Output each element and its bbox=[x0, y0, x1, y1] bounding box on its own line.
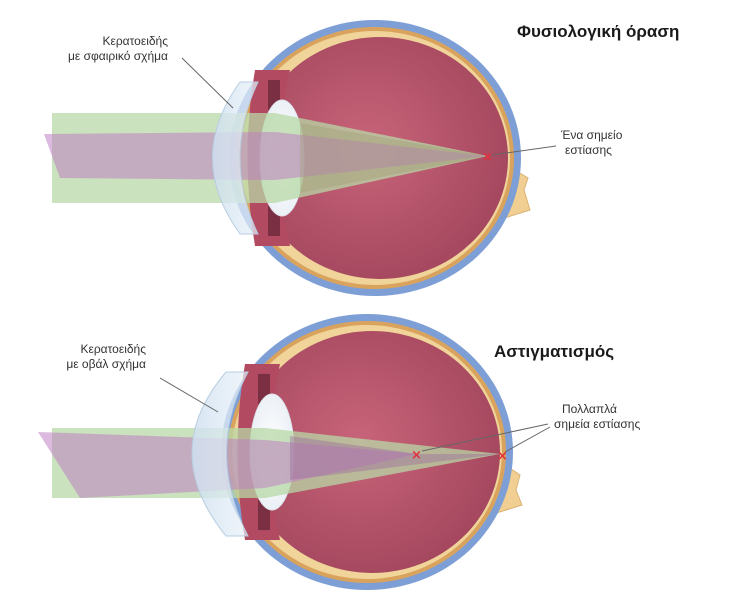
normal-focus-label-line2: εστίασης bbox=[561, 143, 622, 158]
astigmatism-focus-label: Πολλαπλά σημεία εστίασης bbox=[554, 402, 640, 432]
astigmatism-cornea-label-line1: Κερατοειδής bbox=[10, 342, 146, 357]
astigmatism-cornea-label-line2: με οβάλ σχήμα bbox=[10, 357, 146, 372]
x-mark-icon: × bbox=[482, 150, 493, 165]
normal-vision-title: Φυσιολογική όραση bbox=[517, 22, 679, 42]
astigmatism-focus-label-line1: Πολλαπλά bbox=[554, 402, 640, 417]
astigmatism-cornea-label: Κερατοειδής με οβάλ σχήμα bbox=[10, 342, 146, 372]
normal-focus-label-line1: Ένα σημείο bbox=[561, 128, 622, 143]
x-mark-icon: × bbox=[411, 448, 422, 463]
normal-focus-label: Ένα σημείο εστίασης bbox=[561, 128, 622, 158]
astigmatism-title: Αστιγματισμός bbox=[494, 342, 614, 362]
normal-cornea-label-line2: με σφαιρικό σχήμα bbox=[20, 49, 168, 64]
normal-cornea-label: Κερατοειδής με σφαιρικό σχήμα bbox=[20, 34, 168, 64]
normal-cornea-label-line1: Κερατοειδής bbox=[20, 34, 168, 49]
astigmatism-focus-label-line2: σημεία εστίασης bbox=[554, 417, 640, 432]
cornea-leader-line bbox=[182, 58, 233, 108]
